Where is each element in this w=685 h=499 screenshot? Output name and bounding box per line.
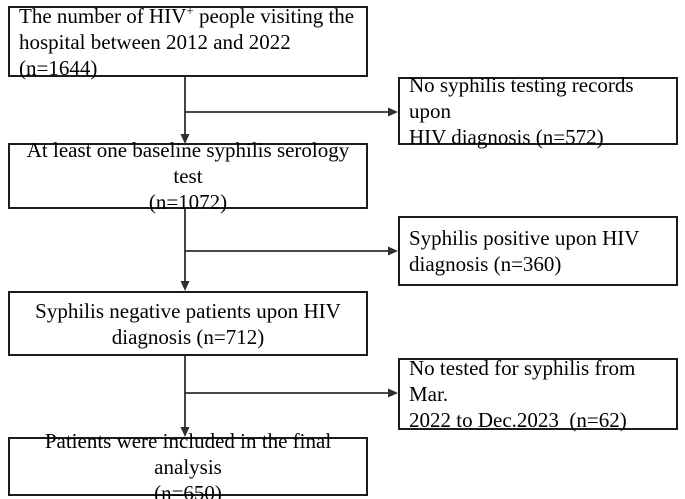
box-text-line: No syphilis testing records upon xyxy=(409,73,639,123)
superscript-plus: + xyxy=(186,2,194,18)
box-text-line: HIV diagnosis (n=572) xyxy=(409,125,604,149)
box-text-line: At least one baseline syphilis serology … xyxy=(26,138,355,188)
box-not-tested-followup: No tested for syphilis from Mar. 2022 to… xyxy=(398,356,678,432)
box-text-line: Patients were included in the final anal… xyxy=(44,428,337,479)
arrow-to-syphilis-positive xyxy=(185,246,398,256)
box-text-line: Syphilis negative patients upon HIV xyxy=(35,298,341,323)
box-text-line: 2022 to Dec.2023 (n=62) xyxy=(409,408,627,432)
arrow-total-to-baseline xyxy=(180,77,190,144)
box-syphilis-positive: Syphilis positive upon HIV diagnosis (n=… xyxy=(398,216,678,286)
text-segment: The number of HIV xyxy=(19,3,187,28)
arrow-baseline-to-negative xyxy=(180,209,190,291)
box-text-line: diagnosis (n=712) xyxy=(111,324,265,349)
arrow-negative-to-final xyxy=(180,356,190,437)
box-text-line: Syphilis positive upon HIV xyxy=(409,226,640,250)
box-hiv-total: The number of HIV+ people visiting the h… xyxy=(8,3,368,80)
box-final-analysis: Patients were included in the final anal… xyxy=(8,429,368,499)
arrow-to-no-testing-records xyxy=(185,107,398,117)
box-text-line: The number of HIV+ people visiting the xyxy=(19,3,360,29)
box-syphilis-negative: Syphilis negative patients upon HIV diag… xyxy=(8,291,368,356)
box-text-line: (n=1072) xyxy=(148,190,228,214)
arrow-to-not-tested xyxy=(185,388,398,398)
box-baseline-serology-test: At least one baseline syphilis serology … xyxy=(8,138,368,214)
text-segment: people visiting the xyxy=(193,3,355,28)
box-no-syphilis-testing-records: No syphilis testing records upon HIV dia… xyxy=(398,73,678,149)
box-text-line: No tested for syphilis from Mar. xyxy=(409,356,641,406)
box-text-line: diagnosis (n=360) xyxy=(409,252,562,276)
box-text-line: hospital between 2012 and 2022 (n=1644) xyxy=(19,29,297,80)
box-text-line: (n=650) xyxy=(154,480,222,499)
